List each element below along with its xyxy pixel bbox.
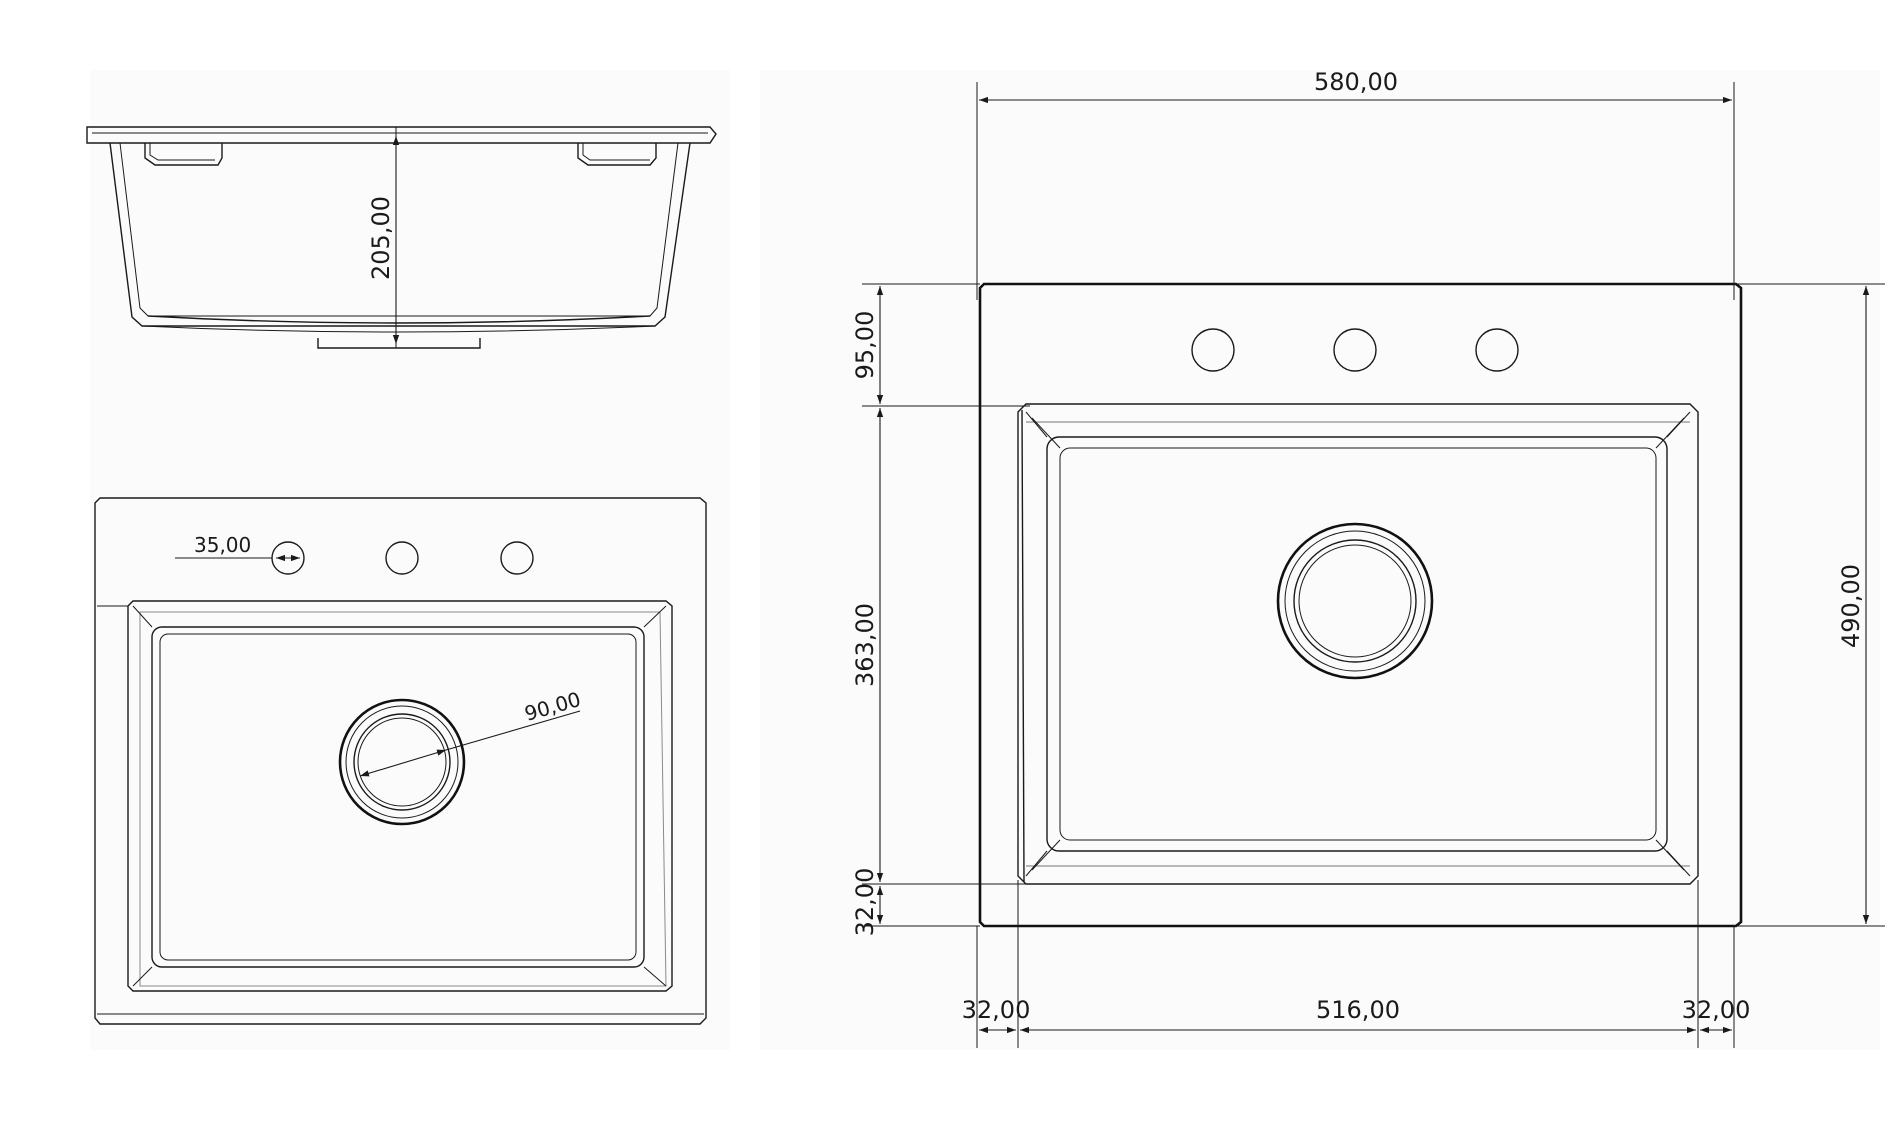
left-ledge-label: 32,00 [962,996,1031,1024]
bottom-ledge-label: 32,00 [851,868,879,937]
small-hole-dim-label: 35,00 [194,533,251,557]
side-view: 205,00 [86,126,717,349]
tap-hole-3 [500,541,534,575]
right-ledge-label: 32,00 [1682,996,1751,1024]
top-ledge-label: 95,00 [851,311,879,380]
side-depth-label: 205,00 [367,196,395,280]
bowl-width-label: 516,00 [1316,996,1400,1024]
overall-height-label: 490,00 [1837,564,1865,648]
top-view-large: 580,00 490,00 95,00 363,00 32,00 32,00 5… [851,68,1885,1048]
tap-hole-right [1475,328,1519,372]
overall-width-label: 580,00 [1314,68,1398,96]
bowl-height-label: 363,00 [851,603,879,687]
background-panels [90,70,1880,1050]
tap-hole-left [1191,328,1235,372]
tap-hole-2 [385,541,419,575]
tap-hole-center [1333,328,1377,372]
